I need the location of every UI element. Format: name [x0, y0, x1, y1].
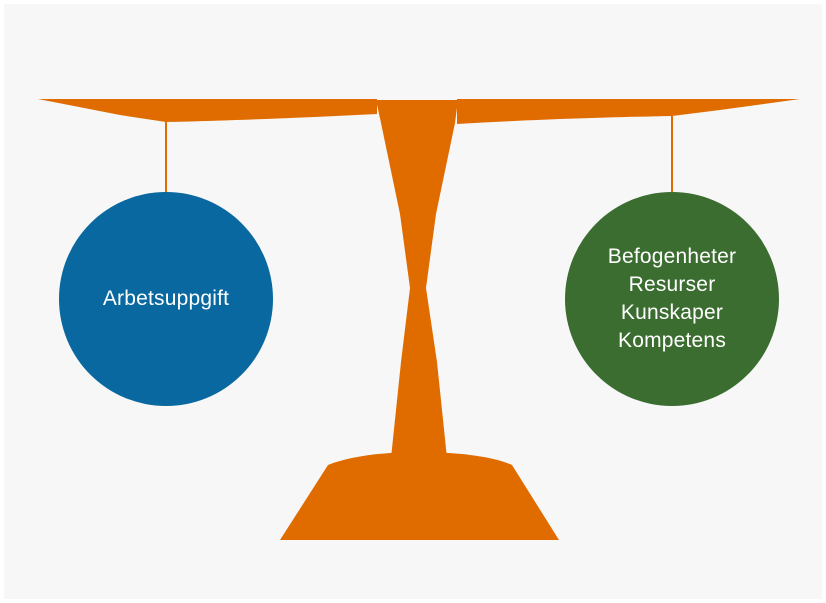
scale-post — [376, 100, 458, 458]
right-pan-line: Resurser — [628, 273, 716, 296]
right-pan-circle — [565, 192, 779, 406]
right-pan-label: Befogenheter Resurser Kunskaper Kompeten… — [565, 192, 779, 406]
scale-base — [280, 452, 559, 540]
right-pan-line: Kunskaper — [620, 301, 724, 324]
left-pan-line: Arbetsuppgift — [102, 287, 230, 310]
left-pan-label: Arbetsuppgift — [59, 192, 273, 406]
scale-beam — [38, 99, 377, 122]
scale-beam-right — [457, 99, 800, 124]
right-pan-line: Befogenheter — [607, 245, 737, 268]
right-pan-line: Kompetens — [617, 329, 727, 352]
left-pan-circle — [59, 192, 273, 406]
